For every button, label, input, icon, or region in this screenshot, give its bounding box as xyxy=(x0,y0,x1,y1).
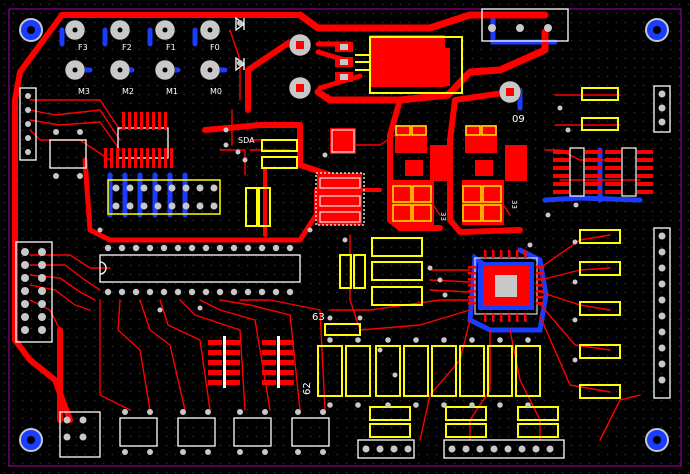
dip-ic-pins xyxy=(104,244,294,296)
label-sda: SDA xyxy=(238,136,255,145)
label-f3: F3 xyxy=(78,43,88,52)
label-m0: M0 xyxy=(210,87,222,96)
bottom-soic-chips xyxy=(208,336,294,388)
through-hole-pads xyxy=(64,19,579,378)
copper-regions xyxy=(317,35,534,310)
label-f1: F1 xyxy=(166,43,176,52)
silkscreen-labels: F3 F2 F1 F0 M3 M2 M1 M0 SDA 09 63 62 33 … xyxy=(78,43,525,395)
silkscreen-outlines xyxy=(245,36,621,438)
mounting-hole-icon xyxy=(19,18,669,452)
board-outline xyxy=(8,8,682,467)
qfn-pins xyxy=(468,250,544,322)
left-header xyxy=(15,241,53,343)
mid-header xyxy=(107,179,221,215)
bottom-headers xyxy=(63,409,565,459)
label-c63: 63 xyxy=(312,312,325,323)
label-m3: M3 xyxy=(78,87,90,96)
label-c62: 62 xyxy=(302,382,313,395)
label-f2: F2 xyxy=(122,43,132,52)
label-f0: F0 xyxy=(210,43,220,52)
soic-chip xyxy=(104,112,173,168)
label-m2: M2 xyxy=(122,87,134,96)
right-headers xyxy=(653,85,671,399)
smd-cap-pads xyxy=(319,125,502,223)
label-c33a: 33 xyxy=(439,212,447,221)
label-c09: 09 xyxy=(512,114,525,125)
smd-ics xyxy=(104,112,653,388)
left-small-header xyxy=(25,93,83,179)
right-soic-chips xyxy=(553,147,653,197)
label-m1: M1 xyxy=(166,87,178,96)
connector-pads xyxy=(15,85,671,459)
cap-bank-pads xyxy=(327,337,531,408)
top-layer-traces xyxy=(12,11,641,441)
white-silkscreen xyxy=(19,8,569,458)
label-c33b: 33 xyxy=(510,200,518,209)
